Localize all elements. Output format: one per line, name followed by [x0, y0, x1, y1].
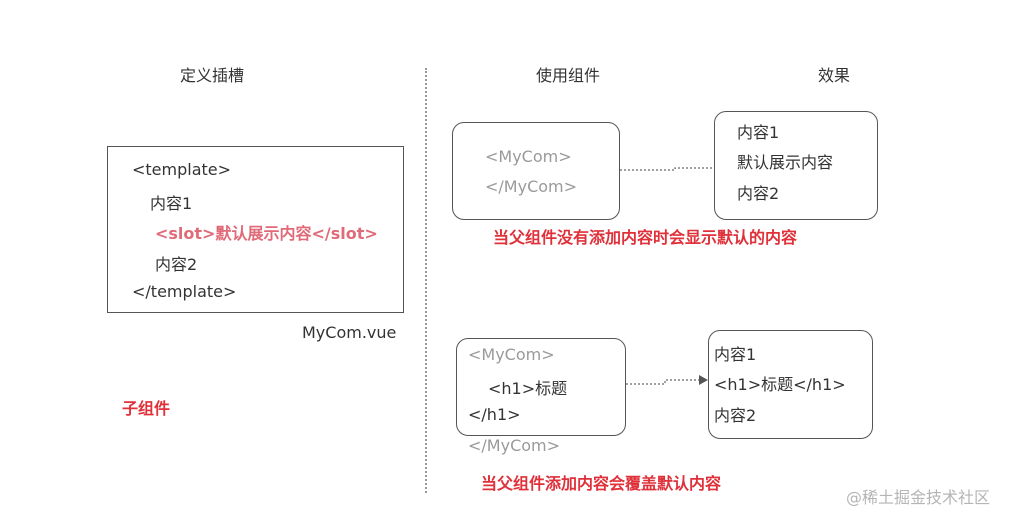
example1-result-line-2: 默认展示内容 [737, 153, 834, 172]
heading-effect: 效果 [818, 66, 851, 85]
watermark: @稀土掘金技术社区 [846, 488, 991, 507]
template-content-1: 内容1 [150, 194, 193, 213]
example1-caption: 当父组件没有添加内容时会显示默认的内容 [493, 228, 798, 247]
template-definition-box [107, 146, 404, 313]
example2-caption: 当父组件添加内容会覆盖默认内容 [481, 474, 722, 493]
example2-usage-h1: <h1>标题 [488, 379, 568, 398]
dotted-divider [425, 68, 427, 493]
child-component-label: 子组件 [122, 399, 171, 418]
example1-result-box [714, 111, 878, 220]
example2-result-box [708, 330, 873, 439]
example2-usage-h1-close: </h1> [468, 405, 521, 424]
example2-result-line-3: 内容2 [714, 406, 757, 425]
example1-usage-open: <MyCom> [485, 147, 572, 166]
example1-usage-box [452, 122, 620, 220]
example2-arrow [626, 375, 708, 385]
heading-use-component: 使用组件 [536, 66, 601, 85]
example2-usage-close: </MyCom> [468, 436, 561, 455]
template-close-tag: </template> [132, 282, 237, 301]
example2-result-line-1: 内容1 [714, 345, 757, 364]
template-slot-line: <slot>默认展示内容</slot> [155, 224, 378, 243]
heading-define-slot: 定义插槽 [180, 66, 245, 85]
example2-usage-open: <MyCom> [468, 345, 557, 364]
template-content-2: 内容2 [155, 255, 198, 274]
example1-result-line-1: 内容1 [737, 123, 780, 142]
template-open-tag: <template> [132, 160, 232, 179]
example1-usage-close: </MyCom> [485, 177, 578, 196]
template-filename: MyCom.vue [302, 323, 397, 342]
example2-result-line-2: <h1>标题</h1> [714, 375, 846, 394]
example1-result-line-3: 内容2 [737, 184, 780, 203]
